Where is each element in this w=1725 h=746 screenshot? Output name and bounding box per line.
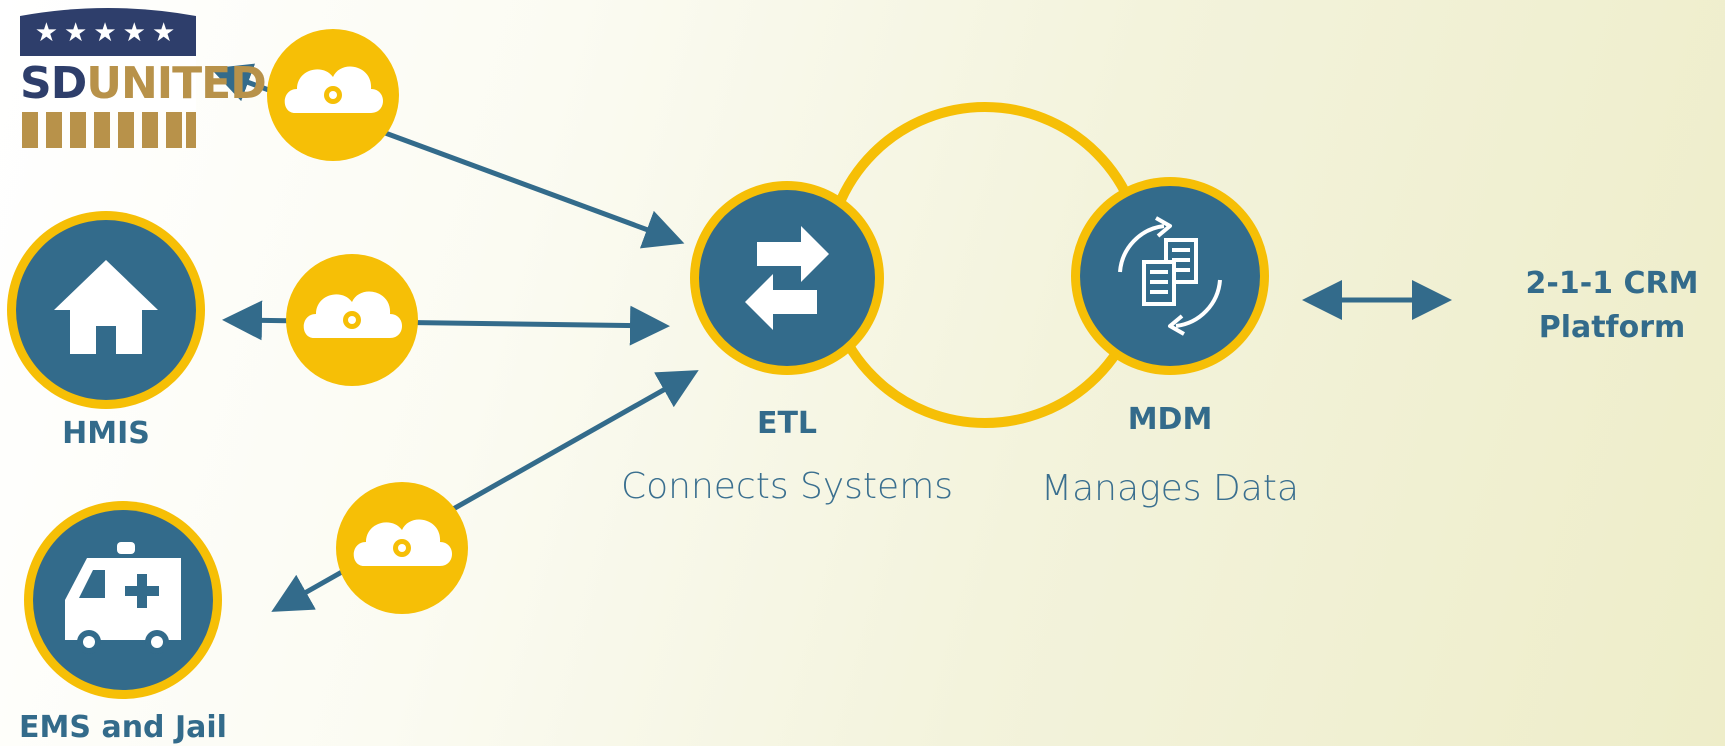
- ems-node: [24, 501, 222, 699]
- house-icon: [54, 260, 158, 354]
- exchange-arrows-icon: [745, 226, 829, 330]
- cloud-gear-icon: [267, 29, 399, 161]
- logo-text-united: UNITED: [86, 58, 267, 109]
- documents-sync-icon: [1118, 216, 1222, 336]
- etl-node: [690, 181, 884, 375]
- etl-subtitle: Connects Systems: [620, 466, 954, 507]
- ems-label: EMS and Jail: [19, 710, 227, 745]
- mdm-subtitle: Manages Data: [1041, 468, 1299, 509]
- hmis-label: HMIS: [62, 416, 150, 451]
- crm-label-line2: Platform: [1538, 310, 1686, 345]
- mdm-title: MDM: [1127, 402, 1213, 437]
- logo-text-sd: SD: [20, 58, 87, 109]
- mdm-node: [1071, 177, 1269, 375]
- crm-label-line1: 2-1-1 CRM: [1525, 266, 1699, 301]
- etl-title: ETL: [756, 406, 818, 441]
- cloud-gear-icon: [336, 482, 468, 614]
- sdunited-logo: ★★★★★ SDUNITED: [20, 6, 267, 148]
- logo-stars: ★★★★★: [34, 18, 182, 48]
- ambulance-icon: [65, 542, 181, 654]
- sdunited-shield-icon: [20, 8, 196, 148]
- hmis-node: [7, 211, 205, 409]
- cloud-gear-icon: [286, 254, 418, 386]
